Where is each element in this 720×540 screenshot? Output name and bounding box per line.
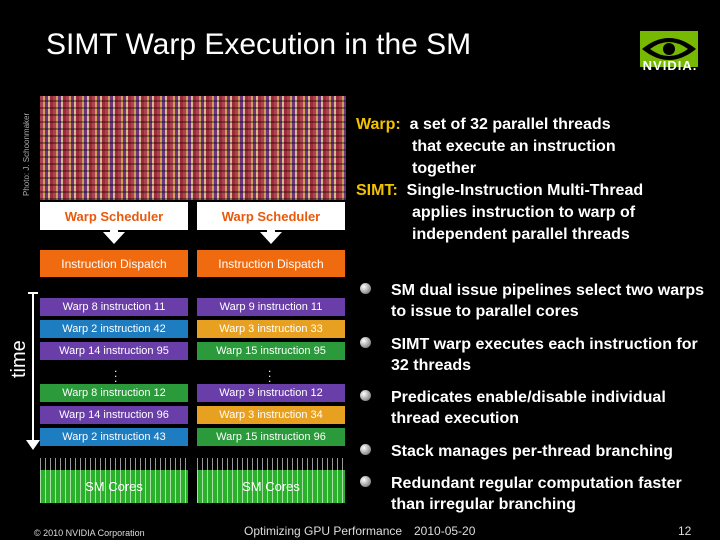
sm-cores-right: SM Cores — [197, 470, 345, 503]
bullet-dot-icon — [360, 444, 371, 455]
warp-def-line-2: that execute an instruction — [356, 136, 643, 158]
down-arrow-icon — [103, 232, 125, 244]
bullet-dot-icon — [360, 337, 371, 348]
time-arrow-icon — [26, 440, 40, 450]
sm-cores-left: SM Cores — [40, 470, 188, 503]
simt-def-line-1: Single-Instruction Multi-Thread — [407, 182, 643, 199]
warp-instruction: Warp 9 instruction 11 — [197, 298, 345, 316]
bullet-dot-icon — [360, 390, 371, 401]
warp-instruction: Warp 15 instruction 96 — [197, 428, 345, 446]
warp-instruction: Warp 14 instruction 96 — [40, 406, 188, 424]
simt-term: SIMT: — [356, 182, 398, 199]
bullet-text: SIMT warp executes each instruction for … — [391, 334, 711, 376]
warp-scheduler-right: Warp Scheduler — [197, 202, 345, 230]
bullet-text: Predicates enable/disable individual thr… — [391, 387, 711, 429]
instruction-dispatch-left: Instruction Dispatch — [40, 250, 188, 277]
warp-instruction: Warp 2 instruction 43 — [40, 428, 188, 446]
warp-instruction: Warp 3 instruction 34 — [197, 406, 345, 424]
warp-scheduler-left: Warp Scheduler — [40, 202, 188, 230]
bullet-text: SM dual issue pipelines select two warps… — [391, 280, 711, 322]
warp-instruction: Warp 2 instruction 42 — [40, 320, 188, 338]
loom-photo — [40, 96, 346, 200]
bullet-text: Redundant regular computation faster tha… — [391, 473, 711, 515]
warp-instruction: Warp 14 instruction 95 — [40, 342, 188, 360]
bullet-dot-icon — [360, 283, 371, 294]
photo-credit: Photo: J. Schoonmaker — [22, 113, 31, 196]
footer-copyright: © 2010 NVIDIA Corporation — [34, 528, 145, 538]
instruction-dispatch-right: Instruction Dispatch — [197, 250, 345, 277]
nvidia-wordmark: NVIDIA. — [630, 58, 710, 73]
warp-instruction: Warp 15 instruction 95 — [197, 342, 345, 360]
warp-def-line-1: a set of 32 parallel threads — [410, 116, 611, 133]
bullet-text: Stack manages per-thread branching — [391, 441, 711, 462]
warp-term: Warp: — [356, 116, 401, 133]
slide-title: SIMT Warp Execution in the SM — [46, 28, 471, 62]
ellipsis-left: ... — [114, 366, 117, 381]
warp-def-line-3: together — [356, 158, 643, 180]
simt-def-line-2: applies instruction to warp of — [356, 202, 643, 224]
definitions: Warp: a set of 32 parallel threads that … — [356, 114, 643, 246]
bullet-dot-icon — [360, 476, 371, 487]
time-axis-label: time — [8, 340, 31, 378]
footer-date: 2010-05-20 — [414, 524, 475, 538]
footer-talk-title: Optimizing GPU Performance — [244, 524, 402, 538]
time-axis-line — [32, 292, 34, 442]
warp-instruction: Warp 3 instruction 33 — [197, 320, 345, 338]
warp-instruction: Warp 8 instruction 11 — [40, 298, 188, 316]
footer-page-number: 12 — [678, 524, 691, 538]
warp-instruction: Warp 8 instruction 12 — [40, 384, 188, 402]
ellipsis-right: ... — [268, 366, 271, 381]
warp-instruction: Warp 9 instruction 12 — [197, 384, 345, 402]
simt-def-line-3: independent parallel threads — [356, 224, 643, 246]
down-arrow-icon — [260, 232, 282, 244]
